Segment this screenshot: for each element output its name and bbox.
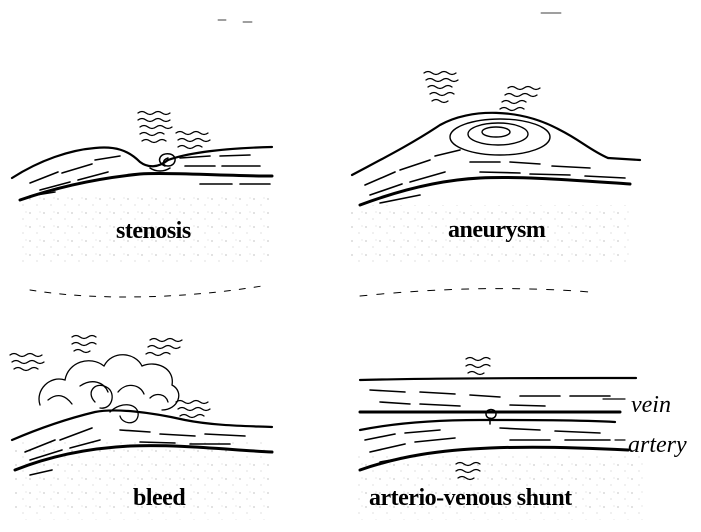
bleed-cloud [39, 355, 179, 423]
aneurysm-swirl [450, 119, 550, 155]
label-stenosis: stenosis [116, 218, 191, 245]
annotation-artery: artery [628, 432, 687, 459]
label-aneurysm: aneurysm [448, 217, 545, 244]
label-bleed: bleed [133, 485, 185, 512]
annotation-vein: vein [631, 392, 671, 419]
stenosis-turbulence [150, 154, 175, 171]
shunt-vein [360, 378, 636, 412]
separator-marks [30, 285, 590, 297]
sound-waves-stenosis [138, 112, 210, 149]
shunt-flow-lines [365, 390, 610, 462]
scan-marks [218, 13, 561, 22]
annotation-leaders [603, 399, 625, 440]
label-arterio-venous-shunt: arterio-venous shunt [369, 485, 572, 512]
sound-waves-aneurysm [424, 72, 540, 111]
